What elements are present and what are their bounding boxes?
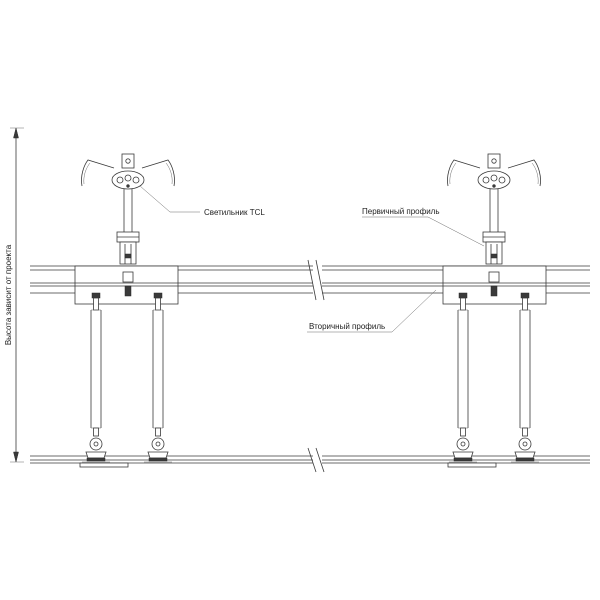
right-hanger-1 (448, 292, 478, 463)
height-dimension: Высота зависит от проекта (4, 127, 24, 463)
primary-profile-label: Первичный профиль (362, 207, 440, 216)
right-foot-plate (447, 462, 497, 468)
right-hanger-2 (510, 292, 540, 463)
callout-secondary-profile: Вторичный профиль (307, 289, 437, 333)
left-foot-plate (79, 462, 129, 468)
luminaire-label: Светильник TCL (204, 208, 265, 217)
callout-luminaire: Светильник TCL (139, 185, 265, 217)
height-note-label: Высота зависит от проекта (4, 244, 13, 345)
left-hanger-1 (81, 292, 111, 463)
left-hanger-2 (143, 292, 173, 463)
break-mark-lower (307, 447, 325, 473)
secondary-profile-label: Вторичный профиль (309, 322, 385, 331)
lower-rails (30, 455, 590, 464)
right-assembly (442, 153, 547, 468)
callout-primary-profile: Первичный профиль (362, 207, 485, 247)
break-mark-upper (307, 259, 325, 301)
left-assembly (74, 153, 179, 468)
